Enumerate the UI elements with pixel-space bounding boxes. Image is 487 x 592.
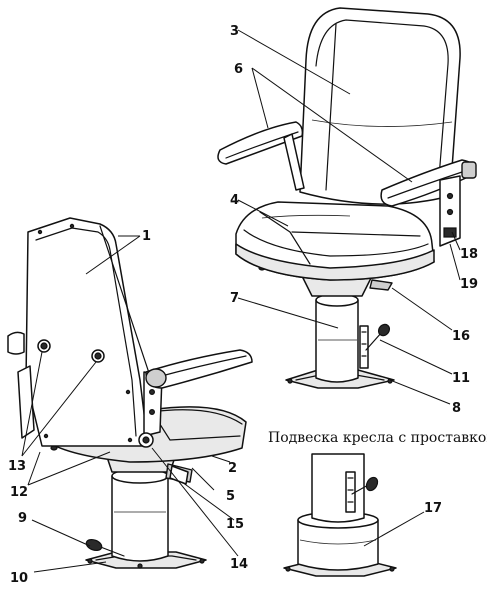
- callout-17: 17: [424, 501, 442, 516]
- right-seat: [217, 7, 477, 389]
- left-seat-column: [85, 468, 169, 562]
- callout-12: 12: [10, 485, 28, 500]
- callout-10: 10: [10, 571, 28, 586]
- spacer-inset: [283, 453, 397, 577]
- callout-numbers: 1 2 3 4 5 6 7 8 9 10 11 12 13 14 15 16 1…: [8, 24, 478, 586]
- right-seat-side-bracket: [439, 175, 461, 247]
- callout-6: 6: [234, 62, 243, 77]
- callout-18: 18: [460, 247, 478, 262]
- callout-2: 2: [228, 461, 237, 476]
- left-seat-side-frame: [17, 365, 163, 448]
- callout-1: 1: [142, 229, 151, 244]
- callout-7: 7: [230, 291, 239, 306]
- callout-4: 4: [230, 193, 239, 208]
- right-seat-backrest: [299, 7, 461, 205]
- left-seat-armrests: [7, 331, 253, 389]
- leader-lines: [21, 29, 461, 573]
- callout-14: 14: [230, 557, 248, 572]
- callout-11: 11: [452, 371, 470, 386]
- left-seat-backrest: [25, 217, 153, 447]
- callout-3: 3: [230, 24, 239, 39]
- right-seat-column: [315, 293, 391, 383]
- callout-5: 5: [226, 489, 235, 504]
- left-seat-bracket: [169, 465, 189, 485]
- right-seat-cushion: [235, 201, 435, 281]
- left-seat: [7, 217, 253, 569]
- callout-8: 8: [452, 401, 461, 416]
- callout-9: 9: [18, 511, 27, 526]
- callout-13: 13: [8, 459, 26, 474]
- right-seat-armrests: [217, 121, 477, 207]
- callout-19: 19: [460, 277, 478, 292]
- callout-15: 15: [226, 517, 244, 532]
- inset-caption: Подвеска кресла с проставкой: [268, 430, 487, 446]
- callout-16: 16: [452, 329, 470, 344]
